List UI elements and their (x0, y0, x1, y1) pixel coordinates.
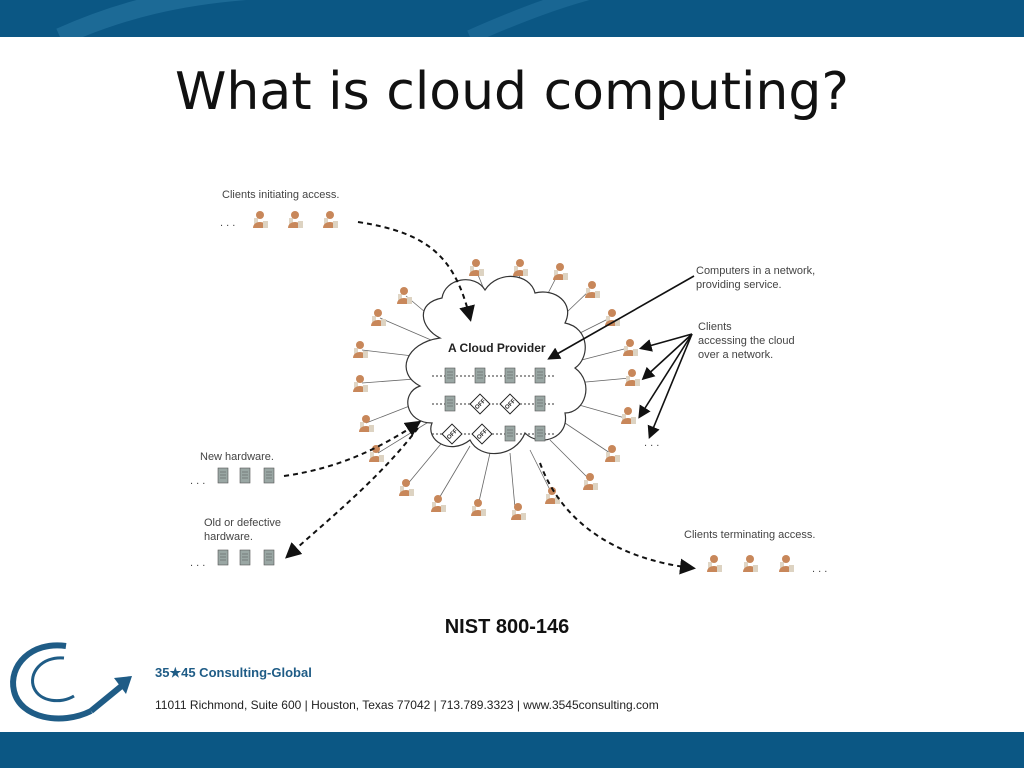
slide-title: What is cloud computing? (175, 62, 849, 122)
arrow-computers (547, 275, 695, 360)
cloud-computing-diagram: A Cloud Provider OFF OFF OFF OFF Clients… (190, 189, 827, 575)
company-name: 35★45 Consulting-Global (155, 665, 312, 680)
cloud-provider-label: A Cloud Provider (448, 341, 546, 355)
server-grid: OFF OFF OFF OFF (432, 367, 556, 445)
ellipsis: . . . (190, 475, 205, 487)
arrow-new-hardware (283, 420, 422, 477)
clients-accessing-label-2: accessing the cloud (698, 335, 795, 347)
top-banner (0, 0, 1024, 37)
arrow-access-2 (641, 333, 693, 381)
clients-initiating-label: Clients initiating access. (222, 189, 339, 201)
arrow-terminating (539, 462, 696, 575)
company-address: 11011 Richmond, Suite 600 | Houston, Tex… (155, 698, 659, 712)
ellipsis: . . . (220, 217, 235, 229)
bottom-banner (0, 732, 1024, 768)
computers-network-label-2: providing service. (696, 279, 782, 291)
ellipsis: . . . (190, 557, 205, 569)
source-caption: NIST 800-146 (444, 616, 570, 638)
ellipsis: . . . (644, 437, 659, 449)
arrow-initiating (357, 221, 475, 322)
old-hardware-label: Old or defective (204, 517, 281, 529)
computers-network-label: Computers in a network, (696, 265, 815, 277)
arrow-old-hardware (285, 427, 419, 559)
arrow-access-1 (638, 333, 693, 352)
banner-swoosh (56, 0, 590, 37)
company-logo-icon (10, 642, 132, 722)
arrow-access-4 (647, 333, 693, 439)
arrow-access-3 (638, 333, 693, 419)
ellipsis: . . . (812, 563, 827, 575)
clients-terminating-label: Clients terminating access. (684, 529, 815, 541)
cloud-shape (405, 275, 587, 454)
clients-accessing-label-3: over a network. (698, 349, 773, 361)
new-hardware-label: New hardware. (200, 451, 274, 463)
old-hardware-label-2: hardware. (204, 531, 253, 543)
clients-accessing-label: Clients (698, 321, 732, 333)
